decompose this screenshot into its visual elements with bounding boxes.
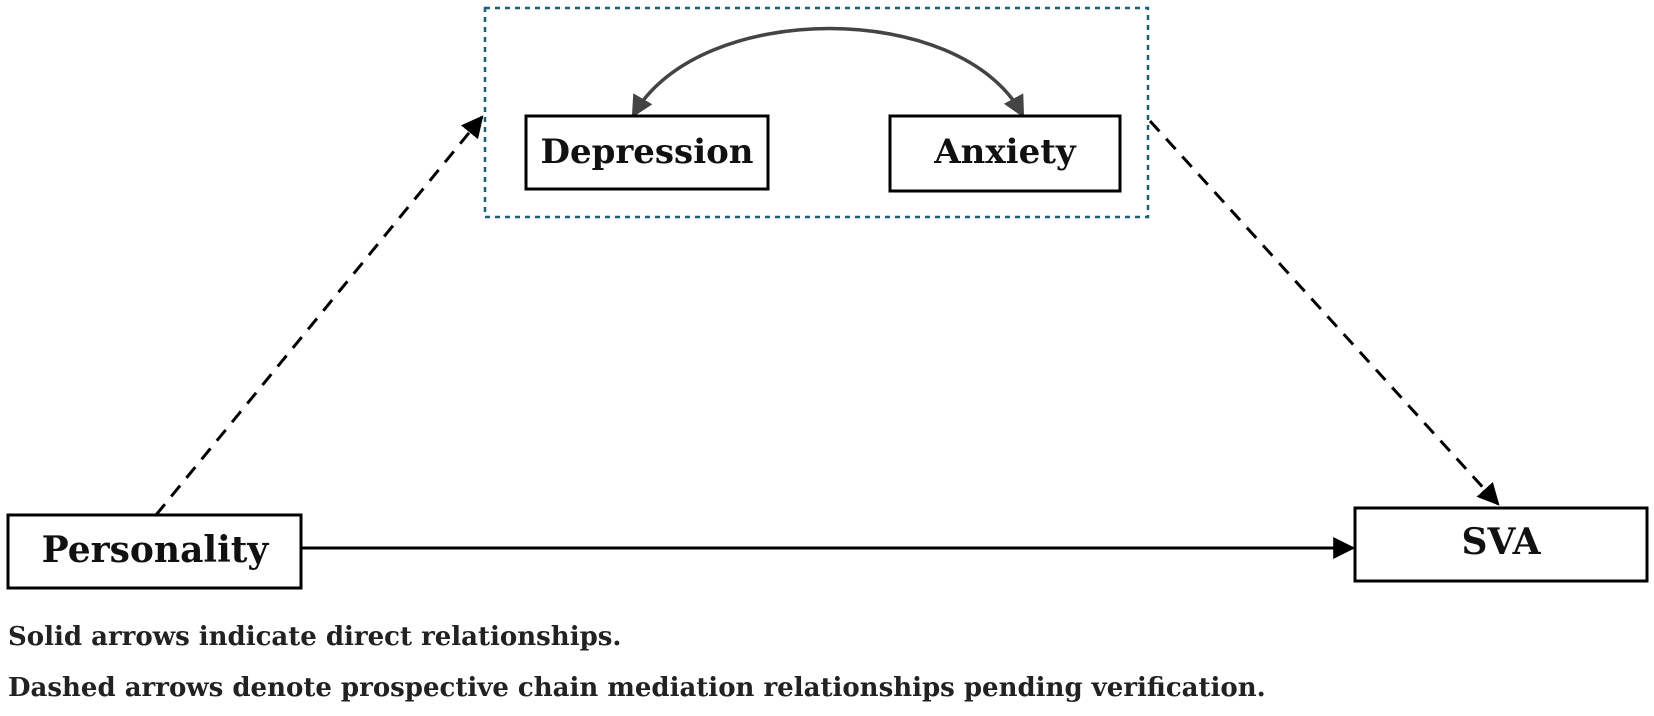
correlation-curved-arrow (631, 26, 1025, 118)
dashed-arrow-mediators-to-sva (1148, 119, 1500, 506)
personality-label: Personality (42, 529, 270, 571)
anxiety-label: Anxiety (933, 132, 1077, 172)
depression-label: Depression (540, 132, 753, 172)
personality-node: Personality (6, 513, 303, 590)
depression-node: Depression (524, 114, 770, 191)
mediator-group-box (483, 6, 1150, 219)
sva-label: SVA (1461, 521, 1541, 563)
anxiety-node: Anxiety (888, 114, 1122, 193)
legend-note-dashed: Dashed arrows denote prospective chain m… (8, 673, 1266, 703)
legend-note-solid: Solid arrows indicate direct relationshi… (8, 622, 622, 652)
sva-node: SVA (1353, 506, 1649, 583)
dashed-arrow-personality-to-mediators (154, 115, 484, 516)
